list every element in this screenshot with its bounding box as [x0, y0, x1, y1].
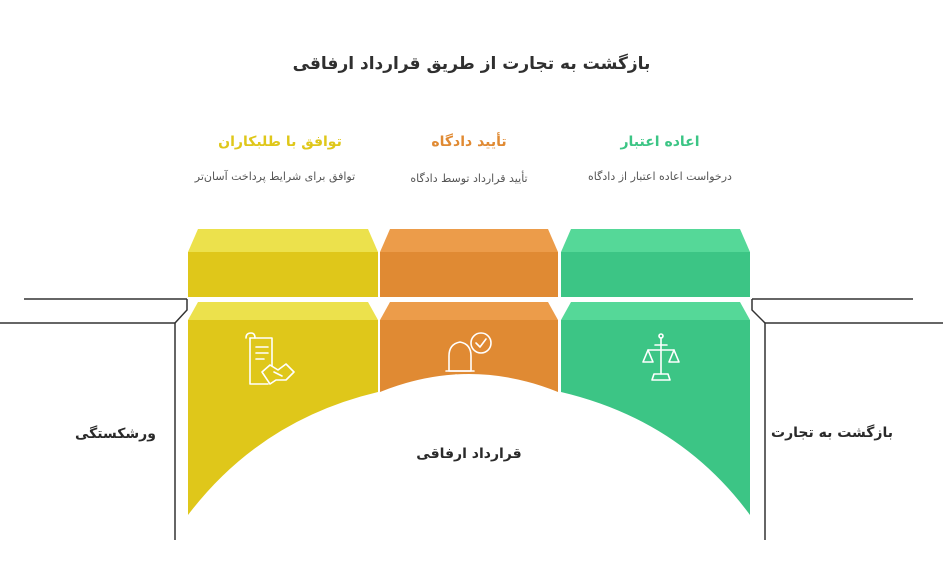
column-desc-creditor-agreement: توافق برای شرایط پرداخت آسان‌تر	[194, 170, 356, 183]
arch-block-credit-restoration	[561, 302, 750, 515]
column-title-court-approval: تأیید دادگاه	[431, 134, 507, 150]
diagram-title: بازگشت به تجارت از طریق قرارداد ارفاقی	[292, 54, 651, 74]
arch-block-creditor-agreement	[188, 302, 378, 515]
label-bankruptcy: ورشکستگی	[75, 426, 156, 442]
bell-check-icon	[445, 332, 492, 379]
contract-handshake-icon	[245, 332, 295, 385]
label-composition-agreement: قرارداد ارفاقی	[416, 446, 522, 462]
arch-block-court-approval	[380, 302, 558, 392]
deck-block-credit-restoration	[561, 229, 750, 297]
column-title-creditor-agreement: توافق با طلبکاران	[218, 134, 342, 150]
column-title-credit-restoration: اعاده اعتبار	[620, 134, 700, 150]
column-desc-court-approval: تأیید قرارداد توسط دادگاه	[410, 172, 528, 185]
column-desc-credit-restoration: درخواست اعاده اعتبار از دادگاه	[588, 170, 732, 183]
deck-block-creditor-agreement	[188, 229, 378, 297]
deck-block-court-approval	[380, 229, 558, 297]
ground-lines	[0, 298, 943, 540]
label-return-to-business: بازگشت به تجارت	[771, 425, 894, 441]
scales-icon	[642, 333, 680, 381]
